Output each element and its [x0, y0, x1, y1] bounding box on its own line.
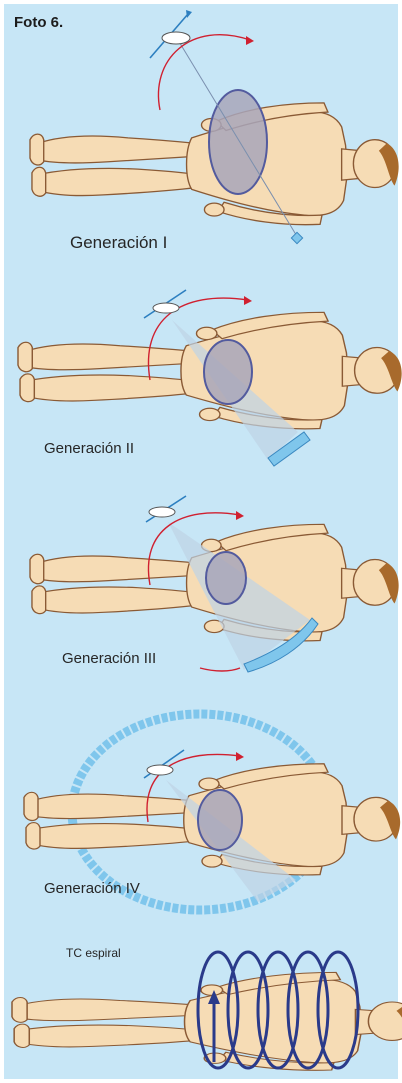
caption-spiral: TC espiral: [66, 946, 121, 960]
slice-icon: [206, 552, 246, 604]
caption-generation-2: Generación II: [44, 440, 134, 457]
x-ray-tube-icon: [149, 507, 175, 517]
x-ray-tube-icon: [153, 303, 179, 313]
caption-generation-4: Generación IV: [44, 880, 140, 897]
caption-generation-1: Generación I: [70, 233, 167, 253]
figure-title: Foto 6.: [14, 14, 63, 31]
detector-icon: [291, 232, 302, 243]
slice-icon: [204, 340, 252, 404]
slice-icon: [198, 790, 242, 850]
x-ray-tube-icon: [147, 765, 173, 775]
caption-generation-3: Generación III: [62, 650, 156, 667]
x-ray-tube-icon: [162, 32, 190, 44]
